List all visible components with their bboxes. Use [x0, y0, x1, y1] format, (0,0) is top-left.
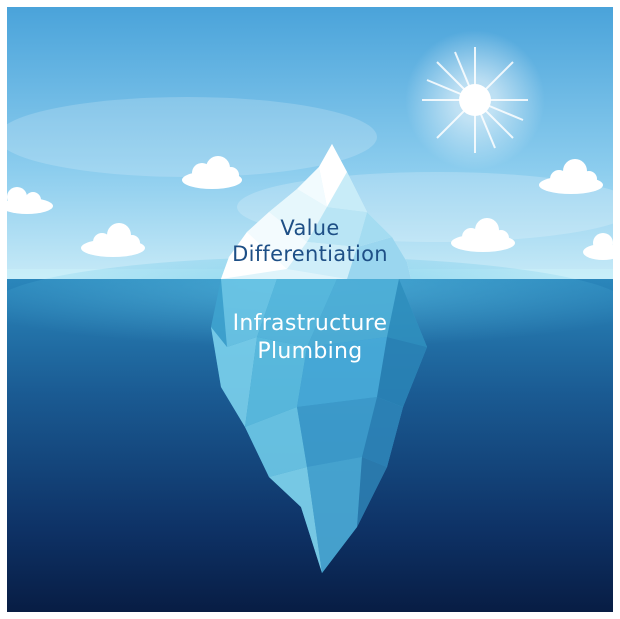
cloud-icon — [81, 223, 145, 257]
below-water-line-1: Infrastructure — [232, 311, 388, 336]
iceberg-underwater — [211, 279, 427, 573]
cloud-icon — [7, 187, 53, 214]
below-water-label: Infrastructure Plumbing — [0, 310, 620, 365]
cloud-icon — [182, 156, 242, 189]
above-water-label: Value Differentiation — [0, 215, 620, 268]
iceberg-illustration — [7, 7, 613, 612]
iceberg-scene — [7, 7, 613, 612]
clouds — [7, 156, 613, 260]
sun-icon — [405, 30, 545, 170]
cloud-icon — [451, 218, 515, 252]
below-water-line-2: Plumbing — [257, 338, 363, 364]
above-water-line-1: Value — [280, 216, 340, 240]
cloud-icon — [583, 233, 613, 260]
above-water-line-2: Differentiation — [232, 242, 388, 267]
iceberg-above-water — [221, 144, 411, 279]
cloud-icon — [539, 159, 603, 194]
